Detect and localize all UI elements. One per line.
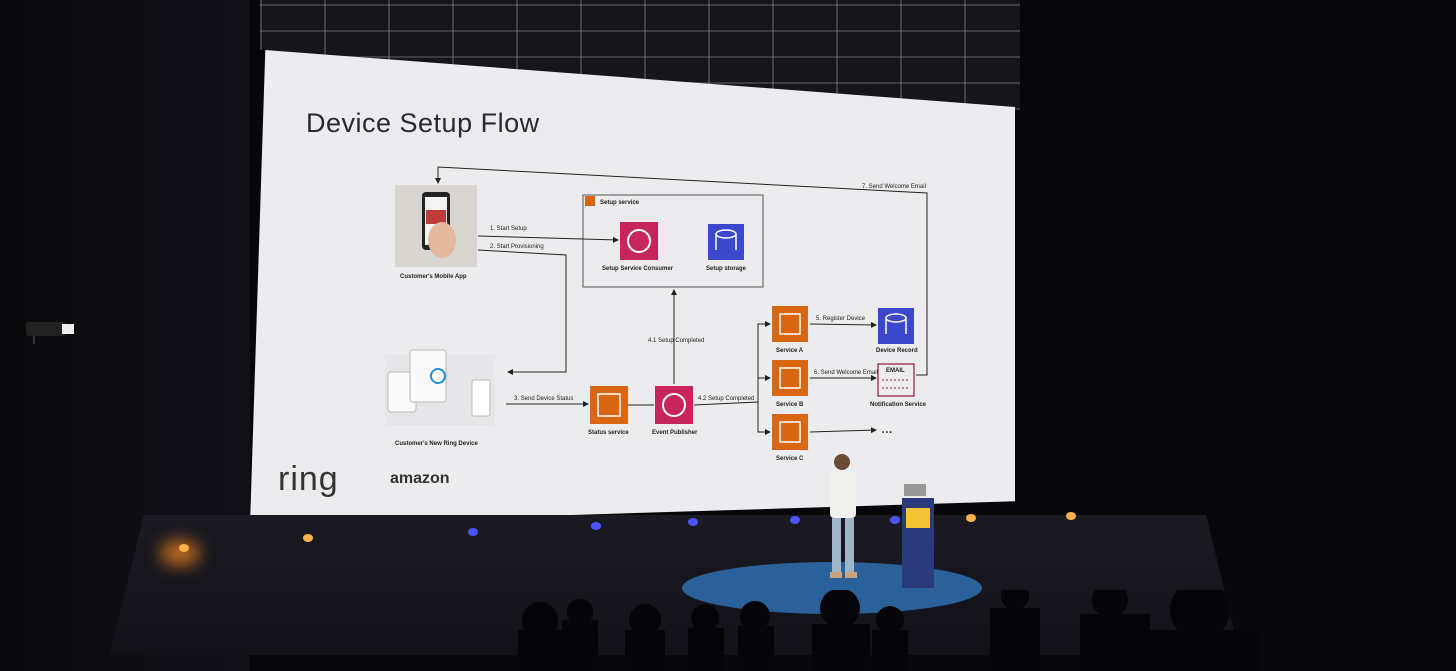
stage-light-orange xyxy=(303,534,313,542)
edge-label-3: 3. Send Device Status xyxy=(514,396,573,402)
architecture-diagram: Customer's Mobile App Setup service Setu… xyxy=(385,166,928,462)
stage-light-blue xyxy=(468,528,478,536)
stage-light-orange xyxy=(179,544,189,552)
edge-label-2: 2. Start Provisioning xyxy=(490,244,544,250)
mobile-app-label: Customer's Mobile App xyxy=(400,274,467,280)
edge-label-1: 1. Start Setup xyxy=(490,226,527,232)
stage-light-blue xyxy=(591,522,601,530)
notification-service-node: EMAIL Notification Service xyxy=(870,363,927,408)
ring-logo: ring xyxy=(278,460,339,498)
status-service-node: Status service xyxy=(588,386,629,436)
projection-screen: Device Setup Flow Customer's Mobile App … xyxy=(250,50,1015,525)
mobile-app-node: Customer's Mobile App xyxy=(395,185,477,280)
slide-title: Device Setup Flow xyxy=(306,108,540,138)
ceiling-grid xyxy=(260,0,1020,110)
event-publisher-label: Event Publisher xyxy=(652,430,698,436)
ring-device-node: Customer's New Ring Device xyxy=(385,349,495,447)
amazon-logo: amazon xyxy=(390,470,450,487)
service-a-label: Service A xyxy=(776,348,804,354)
event-publisher-node: Event Publisher xyxy=(652,386,698,436)
audience-silhouettes xyxy=(518,590,1260,671)
edge-label-5: 5. Register Device xyxy=(816,316,866,322)
stage-light-orange xyxy=(1066,512,1076,520)
service-b-node: Service B xyxy=(772,360,808,408)
stage-light-orange xyxy=(966,514,976,522)
stage xyxy=(110,515,1240,655)
stage-lamp-icon xyxy=(26,322,74,344)
setup-service-group: Setup service Setup Service Consumer Set… xyxy=(582,194,764,288)
device-record-label: Device Record xyxy=(876,348,918,354)
status-service-icon xyxy=(590,386,628,424)
setup-service-label: Setup service xyxy=(600,200,640,206)
service-a-icon xyxy=(772,306,808,342)
setup-storage-label: Setup storage xyxy=(706,266,747,272)
service-c-icon xyxy=(772,414,808,450)
service-b-icon xyxy=(772,360,808,396)
email-icon-label: EMAIL xyxy=(886,368,905,374)
edge-label-42: 4.2 Setup Completed xyxy=(698,396,754,402)
service-c-label: Service C xyxy=(776,456,804,462)
notification-service-label: Notification Service xyxy=(870,402,927,408)
event-publisher-icon xyxy=(655,386,693,424)
service-a-node: Service A xyxy=(772,306,808,354)
stage-light-blue xyxy=(688,518,698,526)
edge-label-6: 6. Send Welcome Email xyxy=(814,370,878,376)
email-icon xyxy=(877,363,915,397)
edge-label-41: 4.1 Setup Completed xyxy=(648,338,704,344)
device-record-node: Device Record xyxy=(876,308,918,354)
service-b-label: Service B xyxy=(776,402,804,408)
setup-consumer-label: Setup Service Consumer xyxy=(602,266,674,272)
stage-light-blue xyxy=(790,516,800,524)
status-service-label: Status service xyxy=(588,430,629,436)
service-c-node: Service C xyxy=(772,414,808,462)
podium xyxy=(902,484,934,588)
more-services-ellipsis: • • • xyxy=(882,430,892,436)
speaker-figure xyxy=(830,454,857,578)
diagram-edges xyxy=(435,166,928,435)
stage-light-blue xyxy=(890,516,900,524)
setup-consumer-icon xyxy=(620,222,658,260)
ring-device-label: Customer's New Ring Device xyxy=(395,441,478,447)
edge-label-7: 7. Send Welcome Email xyxy=(862,184,926,190)
